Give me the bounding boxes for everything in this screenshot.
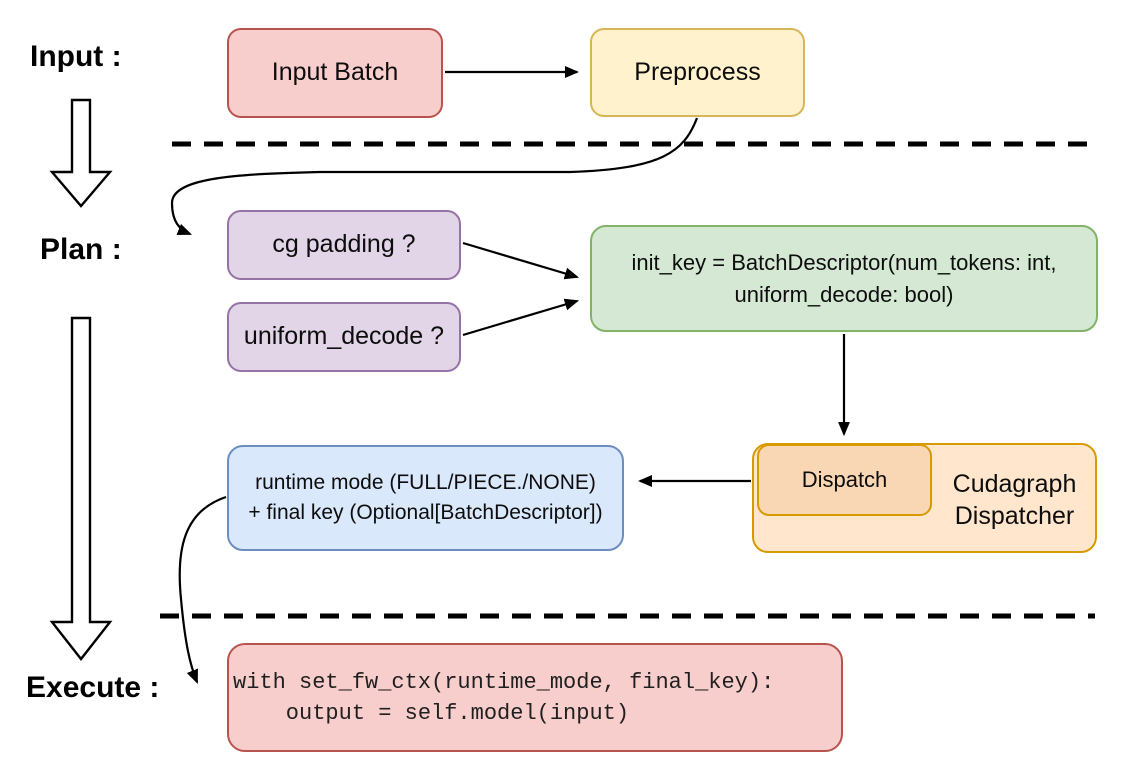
edge-uniformdecode-initkey: [462, 298, 580, 337]
node-input-batch: Input Batch: [227, 28, 443, 118]
stage-label-execute: Execute :: [26, 671, 160, 704]
execute-code-line1: with set_fw_ctx(runtime_mode, final_key)…: [233, 669, 775, 695]
node-init-key-line2: uniform_decode: bool): [734, 281, 954, 307]
stage-label-input: Input :: [30, 40, 122, 73]
node-cg-padding: cg padding ?: [227, 210, 461, 280]
node-runtime-mode-line1: runtime mode (FULL/PIECE./NONE): [255, 471, 596, 494]
cudagraph-dispatcher-line2: Dispatcher: [954, 502, 1075, 530]
node-init-key: init_key = BatchDescriptor(num_tokens: i…: [590, 225, 1098, 332]
node-uniform-decode-label: uniform_decode ?: [243, 322, 445, 351]
node-execute-code: with set_fw_ctx(runtime_mode, final_key)…: [227, 643, 843, 752]
node-init-key-line1: init_key = BatchDescriptor(num_tokens: i…: [631, 249, 1057, 275]
stage-arrow-input-plan: [49, 98, 113, 208]
edge-cgpadding-initkey: [462, 241, 580, 280]
edge-runtimemode-executecode: [178, 495, 227, 684]
node-dispatch-label: Dispatch: [801, 467, 888, 493]
node-cudagraph-dispatcher-label: Cudagraph Dispatcher: [932, 468, 1097, 532]
node-cg-padding-label: cg padding ?: [272, 230, 416, 259]
execute-code-line2: output = self.model(input): [233, 700, 630, 726]
cudagraph-dispatcher-line1: Cudagraph: [952, 470, 1077, 498]
node-preprocess: Preprocess: [590, 28, 805, 117]
stage-arrow-plan-execute: [49, 316, 113, 661]
node-runtime-mode-line2: + final key (Optional[BatchDescriptor]): [248, 501, 603, 524]
node-preprocess-label: Preprocess: [634, 57, 761, 86]
node-input-batch-label: Input Batch: [271, 58, 399, 87]
node-dispatch: Dispatch: [757, 444, 932, 516]
node-uniform-decode: uniform_decode ?: [227, 302, 461, 372]
node-runtime-mode: runtime mode (FULL/PIECE./NONE) + final …: [227, 445, 624, 551]
stage-label-plan: Plan :: [40, 233, 122, 266]
